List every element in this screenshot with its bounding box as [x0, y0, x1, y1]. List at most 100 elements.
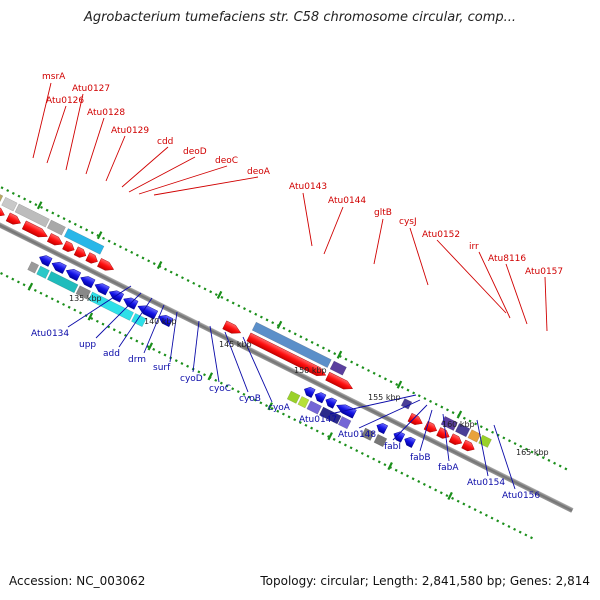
- reverse-gene-arrow[interactable]: [392, 430, 406, 443]
- gene-label[interactable]: surf: [153, 363, 171, 373]
- reverse-gene-arrow[interactable]: [403, 435, 416, 448]
- feature-box[interactable]: [319, 406, 342, 425]
- scale-tick: [558, 464, 562, 468]
- gene-label[interactable]: cyoD: [180, 374, 203, 384]
- gene-label[interactable]: Atu0157: [525, 267, 563, 277]
- forward-gene-arrow[interactable]: [0, 204, 7, 219]
- forward-gene-arrow[interactable]: [461, 439, 477, 453]
- gene-label[interactable]: Atu0128: [87, 108, 125, 118]
- scale-tick: [429, 399, 433, 403]
- scale-major-tick: [456, 410, 463, 419]
- gene-label[interactable]: deoA: [247, 167, 271, 177]
- reverse-gene-arrow[interactable]: [64, 266, 82, 282]
- reverse-gene-arrow[interactable]: [324, 396, 338, 409]
- reverse-gene-arrow[interactable]: [302, 385, 316, 398]
- feature-box[interactable]: [0, 190, 4, 205]
- gene-label[interactable]: msrA: [42, 72, 66, 82]
- gene-label[interactable]: Atu0134: [31, 329, 69, 339]
- reverse-gene-arrow[interactable]: [313, 391, 327, 404]
- feature-box[interactable]: [337, 416, 352, 430]
- gene-label[interactable]: fabB: [410, 453, 431, 463]
- gene-label[interactable]: Atu0156: [502, 491, 540, 501]
- feature-box[interactable]: [329, 360, 347, 376]
- forward-gene-arrow[interactable]: [46, 233, 64, 248]
- gene-label[interactable]: Atu0147: [299, 415, 337, 425]
- gene-label[interactable]: cyoA: [268, 403, 291, 413]
- gene-label[interactable]: cysJ: [399, 217, 417, 227]
- feature-box[interactable]: [14, 203, 50, 228]
- scale-tick: [367, 368, 370, 372]
- gene-label[interactable]: irr: [469, 242, 479, 252]
- feature-box[interactable]: [46, 219, 66, 236]
- feature-box[interactable]: [75, 285, 91, 300]
- feature-box[interactable]: [467, 429, 482, 443]
- reverse-gene-arrow[interactable]: [335, 401, 357, 419]
- feature-box[interactable]: [251, 321, 332, 368]
- gene-label[interactable]: Atu0144: [328, 196, 366, 206]
- forward-gene-arrow[interactable]: [73, 246, 88, 260]
- feature-box[interactable]: [131, 313, 147, 328]
- feature-box[interactable]: [440, 416, 458, 431]
- gene-label[interactable]: Atu0126: [46, 96, 84, 106]
- scale-tick: [265, 318, 269, 322]
- gene-label[interactable]: upp: [79, 340, 96, 350]
- feature-box[interactable]: [455, 423, 471, 438]
- gene-label[interactable]: fabA: [438, 463, 459, 473]
- scale-tick: [282, 326, 286, 330]
- gene-label[interactable]: cyoB: [239, 394, 261, 404]
- forward-gene-arrow[interactable]: [62, 240, 76, 254]
- gene-label[interactable]: deoD: [183, 147, 207, 157]
- feature-box[interactable]: [27, 261, 40, 274]
- gene-label[interactable]: drm: [128, 355, 146, 365]
- forward-gene-arrow[interactable]: [21, 220, 49, 241]
- reverse-gene-arrow[interactable]: [37, 253, 53, 267]
- forward-gene-arrow[interactable]: [97, 258, 115, 273]
- reverse-gene-arrow[interactable]: [79, 274, 96, 289]
- feature-box[interactable]: [47, 271, 79, 294]
- forward-gene-arrow[interactable]: [246, 332, 328, 379]
- forward-gene-arrow[interactable]: [423, 420, 439, 434]
- scale-tick: [536, 453, 540, 457]
- feature-box[interactable]: [63, 228, 105, 255]
- feature-box[interactable]: [373, 433, 388, 448]
- scale-tick: [56, 300, 60, 304]
- reverse-gene-arrow[interactable]: [93, 281, 110, 296]
- reverse-gene-arrow[interactable]: [50, 259, 67, 274]
- forward-gene-arrow[interactable]: [5, 212, 23, 227]
- gene-features[interactable]: [0, 190, 492, 489]
- scale-labels: 135 kbp 140 kbp 145 kbp 150 kbp 155 kbp …: [69, 294, 549, 457]
- reverse-gene-arrow[interactable]: [156, 312, 174, 327]
- gene-label[interactable]: Atu8116: [488, 254, 526, 264]
- forward-gene-arrow[interactable]: [448, 433, 464, 447]
- forward-gene-arrow[interactable]: [436, 427, 452, 440]
- gene-label[interactable]: deoC: [215, 156, 238, 166]
- gene-label[interactable]: Atu0127: [72, 84, 110, 94]
- gene-label[interactable]: Atu0129: [111, 126, 149, 136]
- feature-box[interactable]: [286, 390, 301, 404]
- forward-gene-arrow[interactable]: [85, 252, 100, 266]
- reverse-gene-arrow[interactable]: [375, 421, 389, 435]
- scale-tick: [383, 463, 387, 467]
- feature-box[interactable]: [361, 427, 375, 441]
- forward-gene-arrow[interactable]: [325, 371, 355, 393]
- feature-box[interactable]: [1, 196, 18, 212]
- gene-label[interactable]: Atu0148: [338, 430, 376, 440]
- gene-label[interactable]: Atu0154: [467, 478, 505, 488]
- forward-gene-arrow[interactable]: [407, 412, 425, 427]
- reverse-gene-arrow[interactable]: [136, 302, 159, 320]
- feature-box[interactable]: [297, 396, 310, 409]
- forward-gene-arrow[interactable]: [222, 320, 243, 337]
- gene-label[interactable]: Atu0152: [422, 230, 460, 240]
- gene-label[interactable]: gltB: [374, 208, 392, 218]
- feature-box[interactable]: [306, 400, 322, 415]
- gene-label[interactable]: fabI: [384, 442, 401, 452]
- gene-label[interactable]: cdd: [157, 137, 173, 147]
- gene-label[interactable]: cyoC: [209, 384, 231, 394]
- reverse-gene-arrow[interactable]: [122, 295, 139, 310]
- feature-box[interactable]: [36, 265, 50, 279]
- gene-label[interactable]: Atu0143: [289, 182, 327, 192]
- feature-box[interactable]: [88, 291, 134, 321]
- gene-label[interactable]: add: [103, 349, 120, 359]
- scale-tick: [355, 449, 359, 453]
